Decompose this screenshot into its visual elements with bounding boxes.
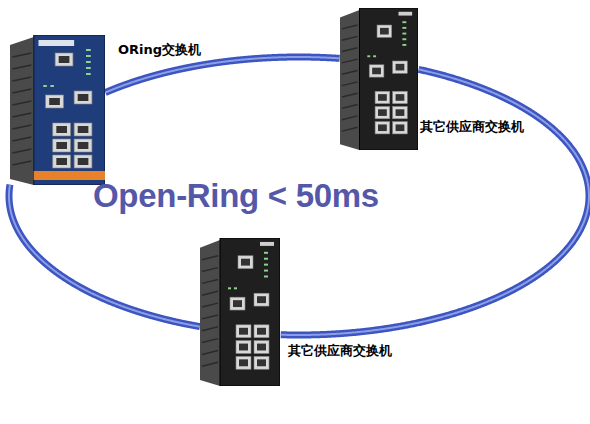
ring-link [105, 57, 339, 93]
switch-node: 其它供应商交换机 [200, 238, 280, 386]
switch-node: ORing交换机 [10, 35, 105, 185]
vendor-switch-art [340, 8, 418, 150]
switch-label: 其它供应商交换机 [420, 118, 524, 136]
oring-switch-art [10, 35, 105, 185]
ring-label: Open-Ring < 50ms [93, 177, 379, 215]
ring-highlight [105, 57, 339, 93]
switch-label: 其它供应商交换机 [288, 342, 392, 360]
switch-node: 其它供应商交换机 [340, 8, 418, 150]
switch-label: ORing交换机 [118, 41, 201, 59]
vendor-switch-art [200, 238, 280, 386]
